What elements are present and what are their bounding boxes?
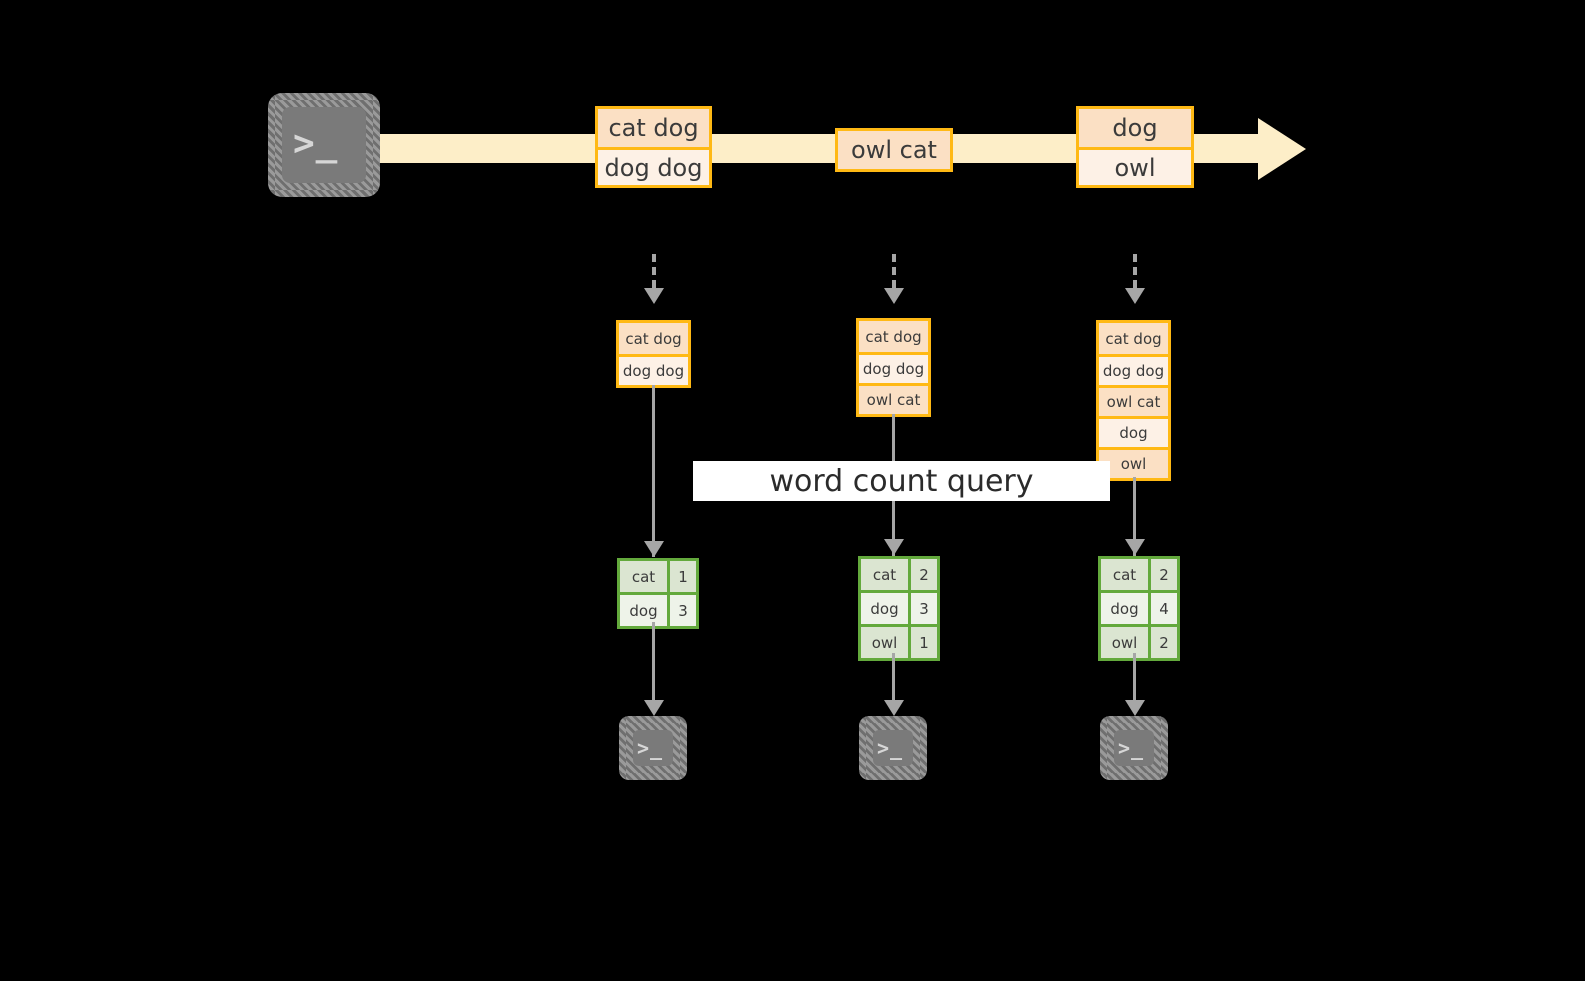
- query-connector-arrowhead: [644, 541, 664, 557]
- query-connector-arrowhead: [1125, 539, 1145, 555]
- state-record: owl cat: [859, 383, 928, 414]
- terminal-prompt-glyph: >_: [637, 736, 664, 760]
- state-record: dog dog: [1099, 354, 1168, 385]
- query-connector-arrowhead: [884, 539, 904, 555]
- query-connector: [1133, 477, 1136, 557]
- sink-connector: [652, 622, 655, 708]
- result-row: owl 2: [1101, 624, 1177, 658]
- result-row: dog 3: [861, 590, 937, 624]
- terminal-screen: [873, 730, 913, 766]
- state-record: owl cat: [1099, 385, 1168, 416]
- state-record: dog dog: [859, 352, 928, 383]
- sink-connector: [1133, 653, 1136, 708]
- result-row: cat 1: [620, 561, 696, 592]
- result-count: 2: [908, 559, 937, 590]
- sink-connector: [892, 653, 895, 708]
- state-snapshot-1: cat dog dog dog: [616, 320, 691, 388]
- result-word: owl: [1101, 627, 1148, 658]
- stream-to-state-connector: [892, 254, 896, 288]
- sink-terminal-icon: >_: [1100, 716, 1168, 780]
- result-word: cat: [620, 561, 667, 592]
- result-word: cat: [861, 559, 908, 590]
- stream-batch-2: owl cat: [835, 128, 953, 172]
- terminal-screen: [633, 730, 673, 766]
- result-count: 1: [908, 627, 937, 658]
- stream-to-state-arrowhead: [1125, 288, 1145, 304]
- result-count: 3: [908, 593, 937, 624]
- state-record: cat dog: [1099, 323, 1168, 354]
- terminal-prompt-glyph: >_: [293, 123, 339, 164]
- terminal-prompt-glyph: >_: [1118, 736, 1145, 760]
- result-word: dog: [861, 593, 908, 624]
- stream-record: dog: [1079, 109, 1191, 147]
- result-row: cat 2: [861, 559, 937, 590]
- result-row: dog 4: [1101, 590, 1177, 624]
- stream-record: owl: [1079, 147, 1191, 185]
- state-snapshot-3: cat dog dog dog owl cat dog owl: [1096, 320, 1171, 481]
- state-record: cat dog: [619, 323, 688, 354]
- stream-record: cat dog: [598, 109, 709, 147]
- state-record: cat dog: [859, 321, 928, 352]
- result-count: 4: [1148, 593, 1177, 624]
- sink-connector-arrowhead: [884, 700, 904, 716]
- query-label-text: word count query: [769, 463, 1034, 499]
- result-count: 2: [1148, 559, 1177, 590]
- stream-to-state-arrowhead: [884, 288, 904, 304]
- sink-terminal-icon: >_: [859, 716, 927, 780]
- result-table-3: cat 2 dog 4 owl 2: [1098, 556, 1180, 661]
- query-label: word count query: [693, 461, 1110, 501]
- stream-record: dog dog: [598, 147, 709, 185]
- sink-connector-arrowhead: [644, 700, 664, 716]
- result-table-2: cat 2 dog 3 owl 1: [858, 556, 940, 661]
- stream-arrow-head: [1258, 118, 1306, 180]
- result-word: cat: [1101, 559, 1148, 590]
- stream-to-state-connector: [652, 254, 656, 288]
- result-row: cat 2: [1101, 559, 1177, 590]
- result-word: dog: [1101, 593, 1148, 624]
- stream-batch-1: cat dog dog dog: [595, 106, 712, 188]
- result-word: owl: [861, 627, 908, 658]
- state-record: dog dog: [619, 354, 688, 385]
- stream-batch-3: dog owl: [1076, 106, 1194, 188]
- state-record: owl: [1099, 447, 1168, 478]
- state-snapshot-2: cat dog dog dog owl cat: [856, 318, 931, 417]
- stream-to-state-connector: [1133, 254, 1137, 288]
- query-connector: [652, 385, 655, 557]
- terminal-screen: [282, 107, 366, 183]
- result-count: 2: [1148, 627, 1177, 658]
- source-terminal-icon: >_: [268, 93, 380, 197]
- sink-terminal-icon: >_: [619, 716, 687, 780]
- result-word: dog: [620, 595, 667, 626]
- state-record: dog: [1099, 416, 1168, 447]
- result-count: 1: [667, 561, 696, 592]
- result-row: owl 1: [861, 624, 937, 658]
- terminal-prompt-glyph: >_: [877, 736, 904, 760]
- stream-to-state-arrowhead: [644, 288, 664, 304]
- result-count: 3: [667, 595, 696, 626]
- result-table-1: cat 1 dog 3: [617, 558, 699, 629]
- terminal-screen: [1114, 730, 1154, 766]
- result-row: dog 3: [620, 592, 696, 626]
- stream-record: owl cat: [838, 131, 950, 169]
- sink-connector-arrowhead: [1125, 700, 1145, 716]
